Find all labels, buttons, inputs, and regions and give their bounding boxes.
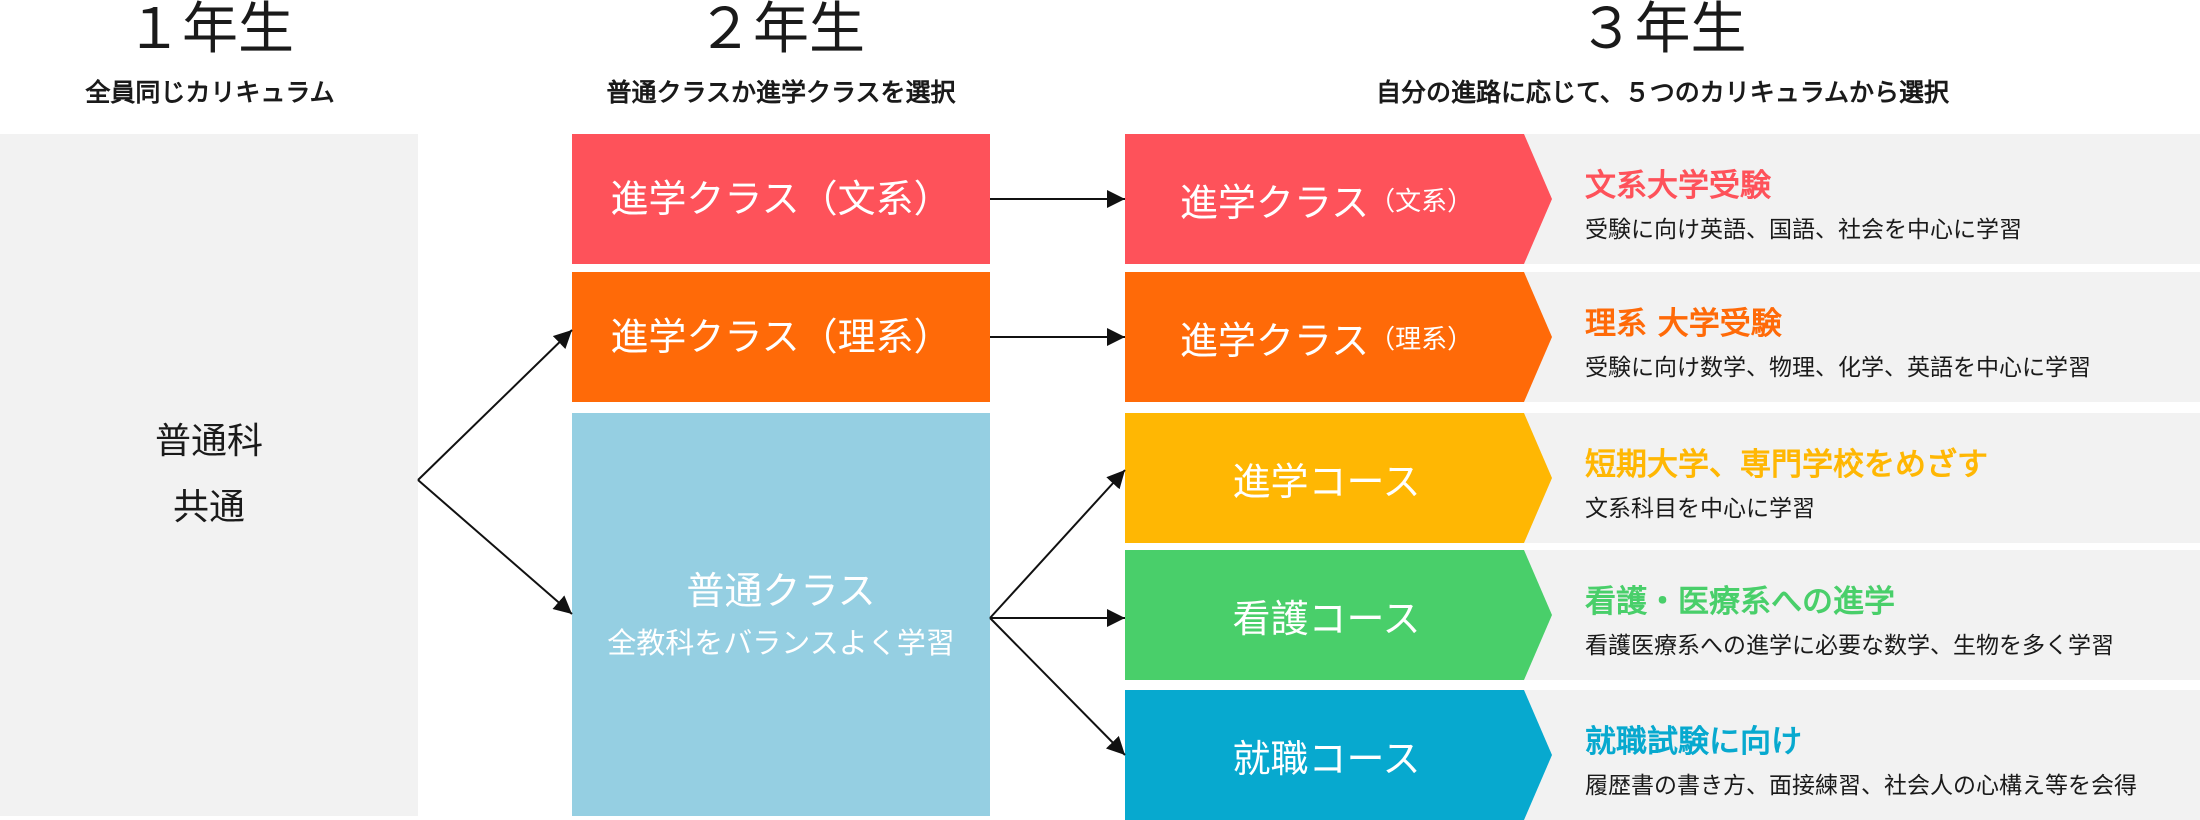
year1-subtitle: 全員同じカリキュラム (85, 78, 335, 107)
course-4-title: 看護・医療系への進学 (1585, 584, 1895, 620)
course-4-label: 看護コース (1232, 596, 1421, 641)
year3-subtitle: 自分の進路に応じて、５つのカリキュラムから選択 (1375, 78, 1949, 107)
year2-title: ２年生 (697, 0, 865, 62)
arrow-common-to-futsu (417, 479, 573, 615)
course-3-desc: 文系科目を中心に学習 (1585, 496, 1815, 522)
year1-box-line1: 普通科 (154, 421, 263, 462)
course-1-label: 進学クラス (1179, 180, 1370, 225)
year1-box-line2: 共通 (172, 487, 245, 528)
year2-futsu-sub: 全教科をバランスよく学習 (607, 625, 955, 660)
year2-futsu-box: 普通クラス 全教科をバランスよく学習 (572, 413, 990, 816)
arrow-futsu-to-course5 (989, 617, 1126, 756)
year2-bunkei-label: 進学クラス（文系） (610, 177, 952, 221)
course-3-title: 短期大学、専門学校をめざす (1585, 447, 1988, 483)
course-2-label-small: （理系） (1369, 324, 1474, 355)
year3-title: ３年生 (1578, 0, 1747, 62)
arrow-futsu-to-course3 (989, 469, 1126, 619)
year2-futsu-label: 普通クラス (686, 568, 876, 613)
course-4-box: 看護コース (1125, 550, 1552, 680)
arrow-common-to-rikei (417, 329, 573, 481)
course-1-desc: 受験に向け英語、国語、社会を中心に学習 (1585, 217, 2022, 243)
course-5-box: 就職コース (1125, 690, 1552, 820)
year2-rikei-box: 進学クラス（理系） (572, 272, 990, 402)
course-1-box: 進学クラス（文系） (1125, 134, 1552, 264)
course-2-desc: 受験に向け数学、物理、化学、英語を中心に学習 (1585, 355, 2091, 381)
year2-rikei-label: 進学クラス（理系） (610, 315, 952, 359)
year2-bunkei-box: 進学クラス（文系） (572, 134, 990, 264)
year1-title: １年生 (126, 0, 294, 62)
year1-common-box: 普通科 共通 (0, 134, 418, 816)
course-5-desc: 履歴書の書き方、面接練習、社会人の心構え等を会得 (1585, 773, 2137, 799)
course-5-label: 就職コース (1232, 736, 1421, 781)
course-3-label: 進学コース (1232, 459, 1421, 504)
course-1-label-small: （文系） (1369, 186, 1474, 217)
course-5-title: 就職試験に向け (1585, 724, 1802, 760)
course-2-label: 進学クラス (1179, 318, 1370, 363)
course-1-title: 文系大学受験 (1585, 168, 1771, 204)
course-2-title: 理系 大学受験 (1585, 306, 1782, 342)
year2-subtitle: 普通クラスか進学クラスを選択 (606, 78, 956, 107)
course-2-box: 進学クラス（理系） (1125, 272, 1552, 402)
course-3-box: 進学コース (1125, 413, 1552, 543)
course-4-desc: 看護医療系への進学に必要な数学、生物を多く学習 (1585, 633, 2114, 659)
